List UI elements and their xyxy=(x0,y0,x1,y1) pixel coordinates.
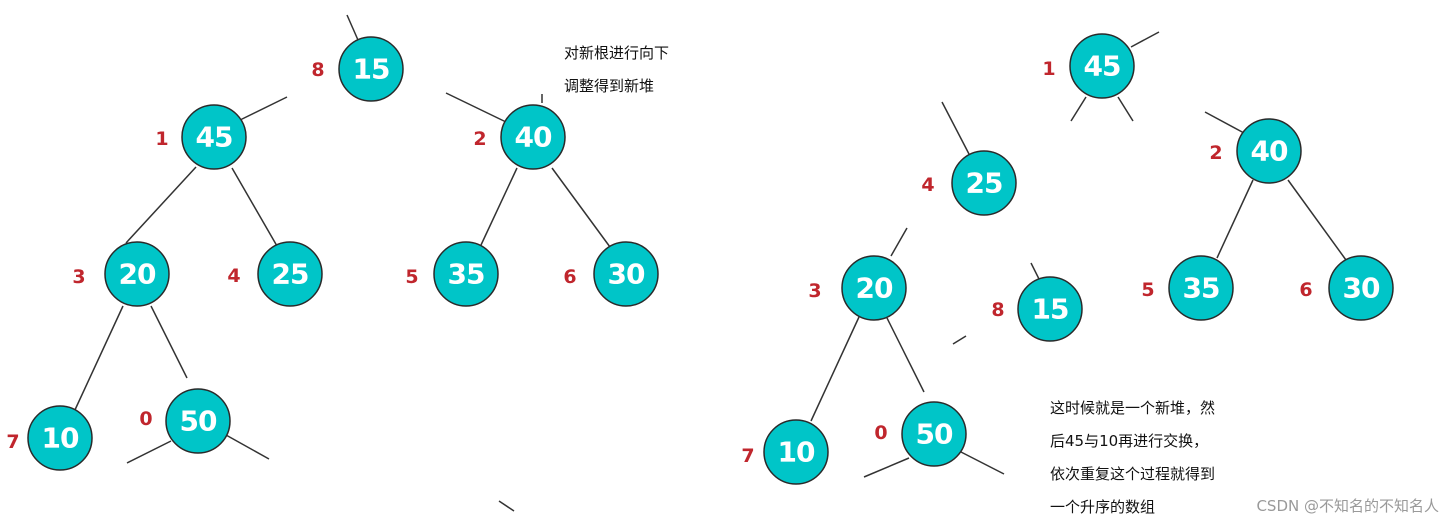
tree-node: 15 8 xyxy=(991,276,1083,342)
node-index: 2 xyxy=(1209,142,1222,164)
node-value: 20 xyxy=(119,258,156,291)
tree-node: 10 7 xyxy=(741,419,829,485)
edge xyxy=(863,457,910,478)
edge xyxy=(810,316,860,422)
tree-node: 30 6 xyxy=(563,241,659,307)
edge xyxy=(1030,262,1040,280)
node-index: 3 xyxy=(808,280,821,302)
node-index: 1 xyxy=(155,128,168,150)
edge xyxy=(480,167,518,246)
edge xyxy=(1117,96,1134,122)
annotation-line: 后45与10再进行交换， xyxy=(1050,432,1209,450)
edge xyxy=(1287,179,1347,261)
tree-node: 40 2 xyxy=(1209,118,1302,184)
edge xyxy=(235,96,288,123)
tree-node: 20 3 xyxy=(72,241,170,307)
node-value: 30 xyxy=(608,258,645,291)
edge xyxy=(960,451,1005,475)
node-index: 7 xyxy=(6,431,19,453)
node-value: 30 xyxy=(1343,272,1380,305)
edge xyxy=(1130,31,1160,48)
edge xyxy=(551,167,611,248)
edge xyxy=(952,335,967,345)
node-value: 40 xyxy=(1251,135,1288,168)
node-index: 6 xyxy=(1299,279,1312,301)
left-tree-edges xyxy=(73,14,611,512)
node-index: 3 xyxy=(72,266,85,288)
watermark: CSDN @不知名的不知名人 xyxy=(1256,497,1439,515)
edge xyxy=(445,92,507,123)
node-index: 5 xyxy=(405,266,418,288)
tree-node: 35 5 xyxy=(405,241,499,307)
node-value: 15 xyxy=(353,53,390,86)
tree-node: 50 0 xyxy=(874,401,967,467)
edge xyxy=(126,440,172,464)
node-index: 8 xyxy=(311,59,324,81)
node-value: 35 xyxy=(1183,272,1220,305)
node-index: 2 xyxy=(473,128,486,150)
left-annotation: 对新根进行向下 调整得到新堆 xyxy=(564,37,669,103)
tree-node: 40 2 xyxy=(473,104,566,170)
node-value: 10 xyxy=(778,436,815,469)
edge xyxy=(1204,111,1245,134)
node-index: 5 xyxy=(1141,279,1154,301)
node-index: 7 xyxy=(741,445,754,467)
edge xyxy=(1216,179,1254,259)
edge xyxy=(73,305,124,413)
node-value: 25 xyxy=(966,167,1003,200)
annotation-line: 依次重复这个过程就得到 xyxy=(1050,465,1216,483)
annotation-line: 对新根进行向下 xyxy=(564,44,670,62)
edge xyxy=(886,317,925,393)
edge xyxy=(890,227,908,257)
right-tree-edges xyxy=(810,31,1347,478)
node-index: 8 xyxy=(991,299,1004,321)
edge xyxy=(498,500,515,512)
right-tree-nodes: 45 1 40 2 25 4 20 3 15 8 35 5 xyxy=(741,33,1394,485)
node-index: 1 xyxy=(1042,58,1055,80)
edge xyxy=(225,434,270,460)
node-index: 6 xyxy=(563,266,576,288)
node-value: 20 xyxy=(856,272,893,305)
edge xyxy=(150,305,188,379)
edge xyxy=(1070,96,1087,122)
node-value: 40 xyxy=(515,121,552,154)
node-index: 4 xyxy=(227,265,240,287)
node-value: 45 xyxy=(196,121,233,154)
edge xyxy=(125,166,197,244)
tree-node: 35 5 xyxy=(1141,255,1234,321)
annotation-line: 这时候就是一个新堆，然 xyxy=(1050,399,1216,417)
node-value: 45 xyxy=(1084,50,1121,83)
tree-node: 15 8 xyxy=(311,36,404,102)
right-annotation: 这时候就是一个新堆，然 后45与10再进行交换， 依次重复这个过程就得到 一个升… xyxy=(1050,392,1215,524)
tree-node: 45 1 xyxy=(1042,33,1135,99)
edge xyxy=(346,14,359,41)
edge xyxy=(941,101,970,155)
node-value: 15 xyxy=(1032,293,1069,326)
tree-node: 25 4 xyxy=(921,150,1017,216)
node-value: 10 xyxy=(42,422,79,455)
node-value: 35 xyxy=(448,258,485,291)
tree-node: 45 1 xyxy=(155,104,247,170)
tree-node: 10 7 xyxy=(6,405,93,471)
node-value: 25 xyxy=(272,258,309,291)
node-index: 0 xyxy=(874,422,887,444)
tree-node: 25 4 xyxy=(227,241,323,307)
tree-node: 30 6 xyxy=(1299,255,1394,321)
left-tree-nodes: 15 8 45 1 40 2 20 3 25 4 35 5 xyxy=(6,36,659,471)
annotation-line: 一个升序的数组 xyxy=(1050,498,1156,516)
tree-node: 50 0 xyxy=(139,388,231,454)
tree-node: 20 3 xyxy=(808,255,907,321)
node-value: 50 xyxy=(916,418,953,451)
edge xyxy=(231,167,278,247)
node-index: 0 xyxy=(139,408,152,430)
annotation-line: 调整得到新堆 xyxy=(564,77,655,95)
node-value: 50 xyxy=(180,405,217,438)
node-index: 4 xyxy=(921,174,934,196)
